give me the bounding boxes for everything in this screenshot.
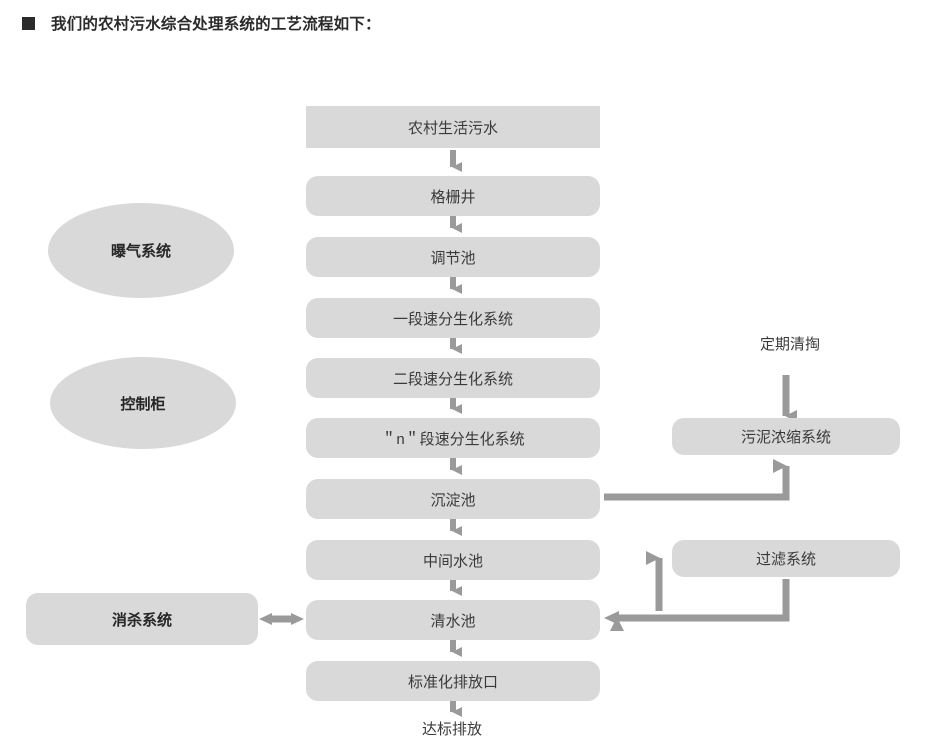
node-grille-well[interactable]: 格栅井 bbox=[306, 176, 600, 216]
node-bio-stage-1[interactable]: 一段速分生化系统 bbox=[306, 298, 600, 338]
arrow-disinfection-to-clear bbox=[259, 613, 304, 625]
node-disinfection-system[interactable]: 消杀系统 bbox=[26, 593, 258, 645]
label-compliant-discharge: 达标排放 bbox=[421, 721, 482, 738]
page-title: 我们的农村污水综合处理系统的工艺流程如下： bbox=[51, 16, 381, 33]
node-clear-water-tank[interactable]: 清水池 bbox=[306, 600, 600, 640]
arrowhead-filter-to-clear bbox=[604, 611, 619, 625]
arrow-sediment-to-sludge bbox=[604, 459, 790, 501]
node-regulating-tank[interactable]: 调节池 bbox=[306, 237, 600, 277]
node-bio-stage-n[interactable]: ＂n＂段速分生化系统 bbox=[306, 418, 600, 458]
node-raw-sewage[interactable]: 农村生活污水 bbox=[306, 106, 600, 148]
node-aeration-system[interactable]: 曝气系统 bbox=[48, 203, 234, 298]
node-sedimentation-tank[interactable]: 沉淀池 bbox=[306, 479, 600, 519]
page-title-row: 我们的农村污水综合处理系统的工艺流程如下： bbox=[22, 10, 381, 36]
square-bullet-icon bbox=[22, 16, 35, 30]
node-intermediate-tank[interactable]: 中间水池 bbox=[306, 540, 600, 580]
node-control-cabinet[interactable]: 控制柜 bbox=[50, 357, 236, 449]
node-standard-outlet[interactable]: 标准化排放口 bbox=[306, 661, 600, 701]
node-filtration-system[interactable]: 过滤系统 bbox=[672, 540, 900, 577]
label-periodic-desludging: 定期清掏 bbox=[759, 336, 820, 353]
node-sludge-thickening-system[interactable]: 污泥浓缩系统 bbox=[672, 418, 900, 455]
node-bio-stage-2[interactable]: 二段速分生化系统 bbox=[306, 358, 600, 398]
arrow-filter-to-clear bbox=[610, 579, 790, 631]
